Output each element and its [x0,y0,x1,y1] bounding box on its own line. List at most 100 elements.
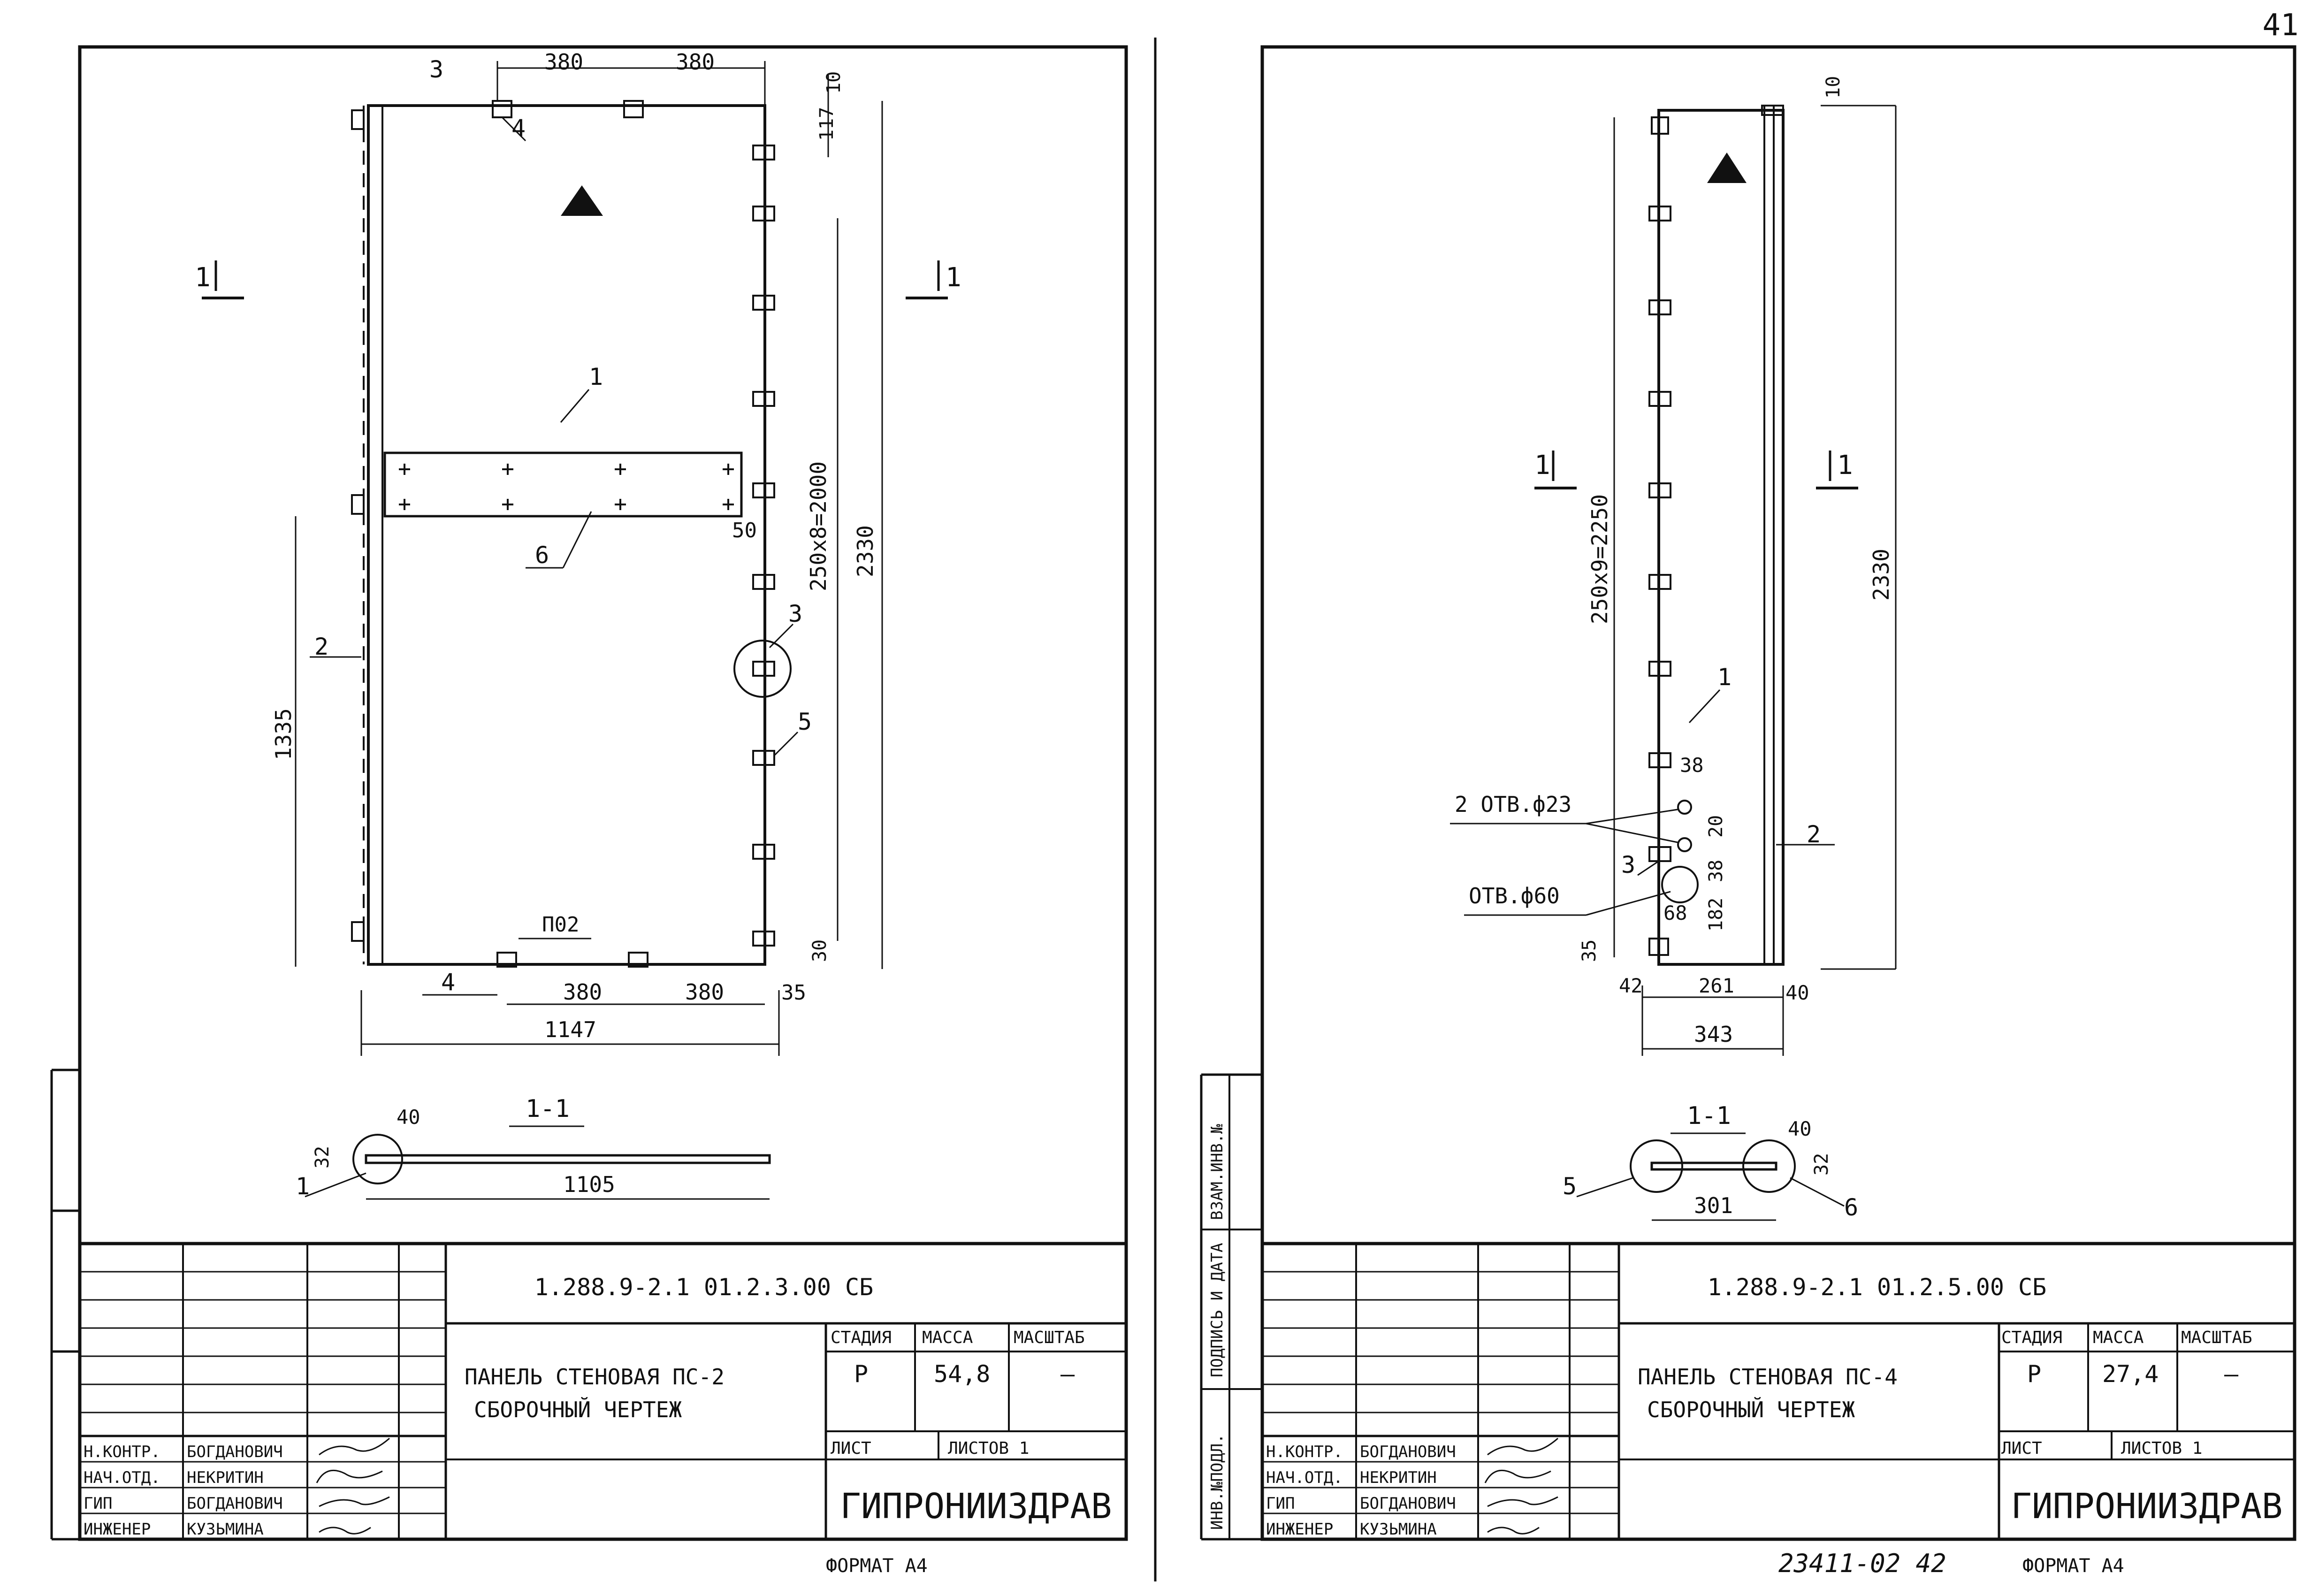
svg-text:БОГДАНОВИЧ: БОГДАНОВИЧ [1360,1443,1456,1461]
svg-text:ЛИСТОВ 1: ЛИСТОВ 1 [948,1439,1029,1458]
svg-text:2330: 2330 [1869,549,1894,601]
svg-text:МАСШТАБ: МАСШТАБ [1014,1328,1085,1347]
left-format: ФОРМАТ А4 [826,1555,928,1577]
right-frame [1260,45,2296,1541]
reinforcement-strip [383,451,743,518]
left-organization: ГИПРОНИИЗДРАВ [840,1486,1112,1527]
svg-text:2330: 2330 [853,525,878,577]
svg-text:380: 380 [685,979,724,1005]
svg-text:10: 10 [1823,76,1844,99]
svg-text:1: 1 [1717,664,1732,691]
svg-text:42: 42 [1619,974,1643,997]
svg-text:3: 3 [1621,851,1635,878]
svg-text:2 ОТВ.ф23: 2 ОТВ.ф23 [1455,792,1571,817]
svg-text:40: 40 [1785,981,1809,1004]
svg-text:301: 301 [1694,1193,1733,1218]
svg-text:1: 1 [195,262,211,293]
left-frame [78,45,1128,1541]
right-margin-strip: ИНВ.№ПОДЛ. ПОДПИСЬ И ДАТА ВЗАМ.ИНВ.№ [1200,1073,1262,1541]
svg-text:20: 20 [1705,815,1727,838]
svg-text:МАССА: МАССА [922,1328,973,1347]
svg-text:5: 5 [798,708,812,735]
crosses [399,464,734,510]
svg-text:МАССА: МАССА [2093,1328,2144,1347]
triangle-symbol-ps4 [1707,153,1747,183]
svg-text:1-1: 1-1 [1687,1102,1731,1130]
svg-text:32: 32 [1811,1153,1832,1176]
svg-text:ЛИСТОВ 1: ЛИСТОВ 1 [2121,1439,2202,1458]
panel-ps2-elevation [351,100,792,968]
svg-text:250х9=2250: 250х9=2250 [1587,494,1612,624]
section-1-1-left: 1-1 40 32 1105 1 [296,1095,771,1200]
svg-text:3: 3 [429,56,443,83]
svg-text:38: 38 [1680,754,1704,777]
signatures-right [1484,1437,1558,1535]
part-label-p02: П02 [542,913,579,937]
right-format: ФОРМАТ А4 [2022,1555,2124,1577]
svg-text:Н.КОНТР.: Н.КОНТР. [84,1443,160,1461]
dims-right: 10 117 250х8=2000 2330 30 [806,71,883,969]
svg-text:10: 10 [823,71,845,94]
left-sheet: 1 1 380 380 10 117 250х8=2000 2330 30 [50,45,1128,1577]
svg-text:ЛИСТ: ЛИСТ [831,1439,871,1458]
hole-small-2 [1677,837,1692,852]
svg-text:40: 40 [1788,1117,1812,1140]
svg-text:КУЗЬМИНА: КУЗЬМИНА [1360,1520,1437,1539]
left-designation: 1.288.9-2.1 01.2.3.00 СБ [534,1274,873,1301]
svg-text:НЕКРИТИН: НЕКРИТИН [187,1468,264,1487]
svg-text:30: 30 [809,939,831,962]
svg-text:ИНВ.№ПОДЛ.: ИНВ.№ПОДЛ. [1208,1434,1227,1530]
svg-text:1: 1 [589,363,603,390]
right-title-block: 1.288.9-2.1 01.2.5.00 СБ ПАНЕЛЬ СТЕНОВАЯ… [1262,1242,2295,1539]
dims-ps4: 10 250х9=2250 2330 38 20 38 68 182 35 42… [1579,76,1897,1056]
section-marker-right: 1 [906,260,961,299]
section-1-1-right: 1-1 40 32 301 5 6 [1563,1102,1858,1221]
svg-text:—: — [1060,1360,1075,1388]
svg-text:Р: Р [2027,1360,2041,1388]
page-number: 41 [2262,8,2298,43]
svg-text:ГИП: ГИП [1266,1494,1295,1513]
svg-text:27,4: 27,4 [2102,1360,2159,1388]
svg-text:117: 117 [816,107,838,141]
svg-text:35: 35 [1579,939,1600,962]
svg-text:—: — [2224,1360,2239,1388]
svg-text:1335: 1335 [271,708,296,760]
right-title-1: ПАНЕЛЬ СТЕНОВАЯ ПС-4 [1638,1364,1898,1390]
section-marker-left-ps4: 1 [1534,450,1577,489]
svg-text:380: 380 [544,49,583,75]
svg-text:ГИП: ГИП [84,1494,112,1513]
svg-text:1-1: 1-1 [526,1095,570,1123]
detail-circle [733,640,792,698]
section-marker-right-ps4: 1 [1816,450,1858,489]
panel-ps4-elevation [1648,105,1785,966]
svg-text:68: 68 [1663,901,1687,924]
svg-text:54,8: 54,8 [934,1360,990,1388]
svg-text:КУЗЬМИНА: КУЗЬМИНА [187,1520,264,1539]
svg-text:1147: 1147 [544,1017,596,1042]
svg-text:261: 261 [1699,974,1734,997]
svg-text:БОГДАНОВИЧ: БОГДАНОВИЧ [1360,1494,1456,1513]
svg-text:ЛИСТ: ЛИСТ [2001,1439,2042,1458]
svg-text:35: 35 [781,981,806,1005]
left-title-2: СБОРОЧНЫЙ ЧЕРТЕЖ [474,1397,682,1422]
svg-text:ВЗАМ.ИНВ.№: ВЗАМ.ИНВ.№ [1208,1124,1227,1220]
signatures-left [316,1437,390,1535]
callouts-left: 1 2 3 3 4 4 5 6 [310,56,812,996]
svg-text:38: 38 [1705,860,1727,882]
dim-50: 50 [732,519,757,542]
svg-text:ИНЖЕНЕР: ИНЖЕНЕР [84,1520,151,1539]
svg-text:СТАДИЯ: СТАДИЯ [831,1328,892,1347]
svg-text:СТАДИЯ: СТАДИЯ [2001,1328,2062,1347]
svg-text:4: 4 [441,969,455,996]
hole-large [1661,866,1699,903]
svg-text:343: 343 [1694,1022,1733,1047]
left-margin-strip [50,1069,80,1541]
svg-text:1: 1 [946,262,961,293]
dims-bottom: 380 380 35 1147 [360,979,806,1056]
svg-text:5: 5 [1563,1173,1577,1200]
svg-text:НАЧ.ОТД.: НАЧ.ОТД. [1266,1468,1343,1487]
svg-text:2: 2 [314,633,328,660]
svg-text:НАЧ.ОТД.: НАЧ.ОТД. [84,1468,160,1487]
panel-outline [367,104,766,966]
